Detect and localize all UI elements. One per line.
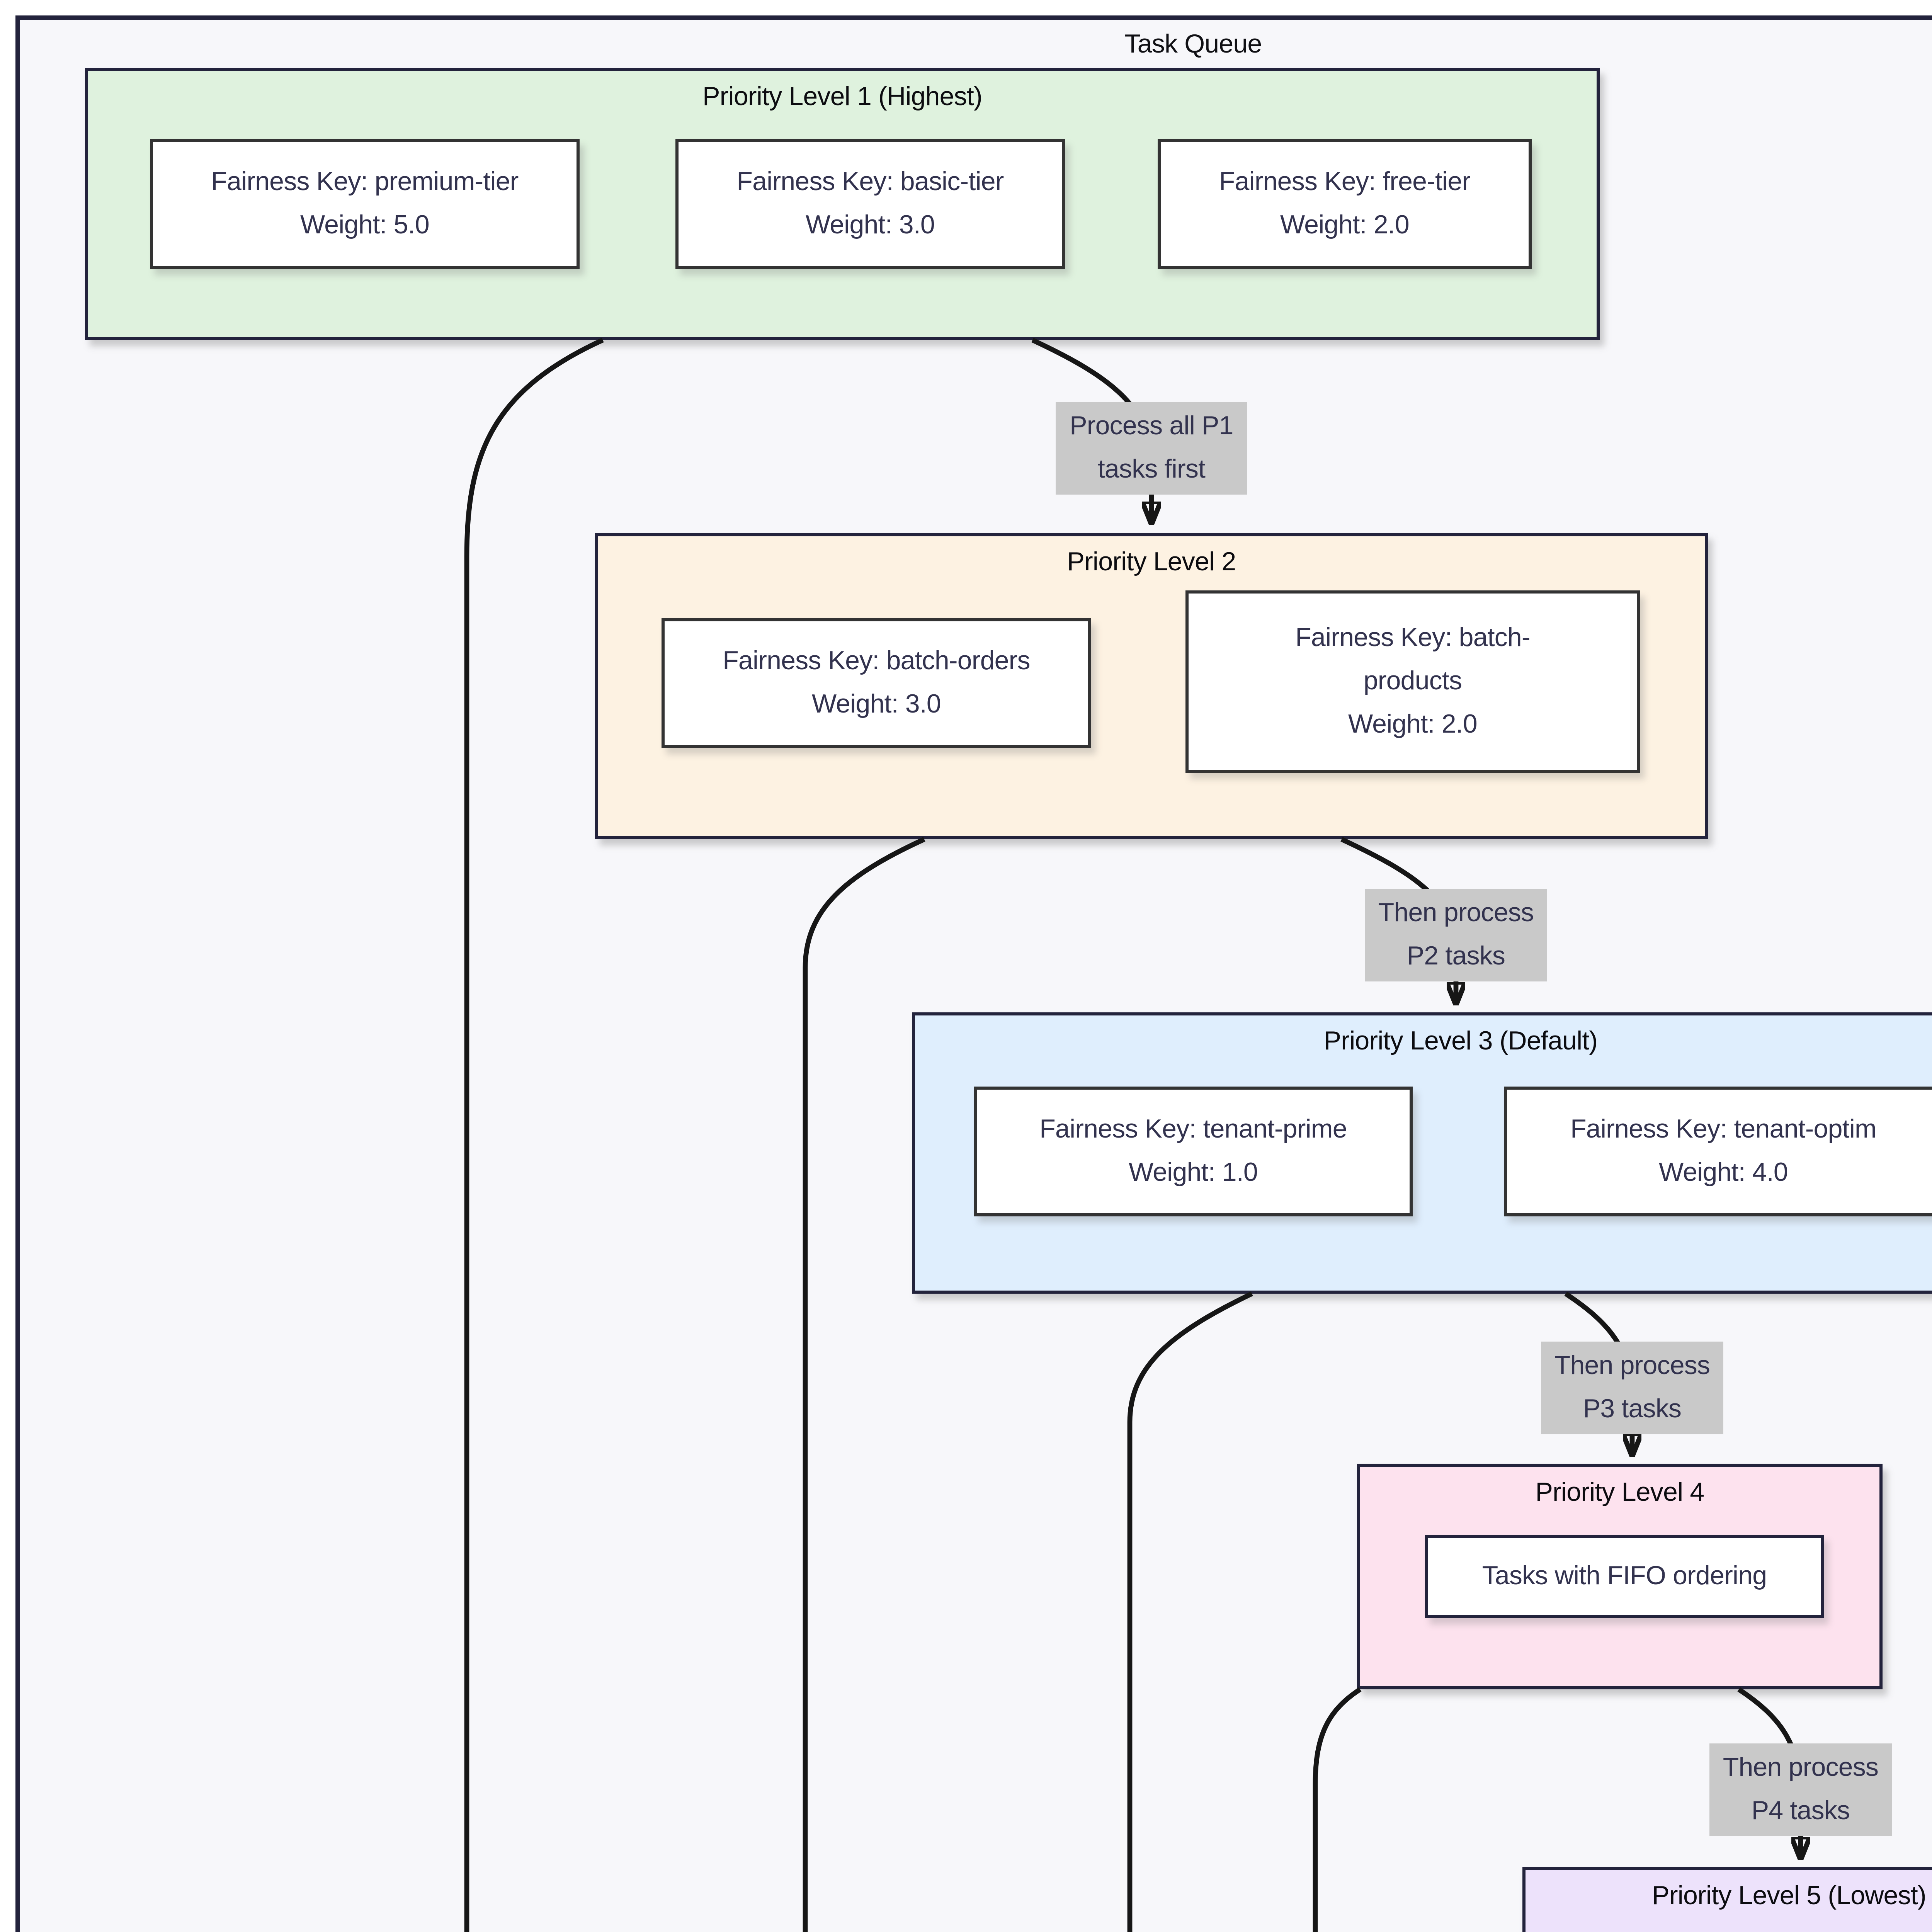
task-queue-title: Task Queue xyxy=(1124,29,1262,59)
edge-label-line: P2 tasks xyxy=(1406,941,1505,971)
node-text-line: Weight: 5.0 xyxy=(300,210,430,240)
node-text-line: Weight: 1.0 xyxy=(1129,1158,1258,1187)
cluster-title: Priority Level 5 (Lowest) xyxy=(1652,1881,1926,1910)
node-text-line: Fairness Key: free-tier xyxy=(1219,167,1471,196)
edge-label-line: Then process xyxy=(1378,898,1534,927)
node-text-line: Fairness Key: batch- xyxy=(1295,623,1530,652)
node-text-line: Fairness Key: batch-orders xyxy=(723,646,1030,675)
edge-label-line: P3 tasks xyxy=(1583,1394,1682,1423)
node-fairness-batch-products: Fairness Key: batch- products Weight: 2.… xyxy=(1185,590,1640,773)
node-fifo-p4: Tasks with FIFO ordering xyxy=(1425,1535,1824,1618)
edge-label-p1-p2: Process all P1 tasks first xyxy=(1056,402,1247,495)
node-text-line: products xyxy=(1363,666,1462,696)
cluster-title: Priority Level 1 (Highest) xyxy=(702,82,982,111)
edge-label-p4-p5: Then process P4 tasks xyxy=(1709,1743,1892,1836)
cluster-title: Priority Level 3 (Default) xyxy=(1323,1026,1598,1056)
node-fairness-tenant-optim: Fairness Key: tenant-optim Weight: 4.0 xyxy=(1504,1087,1932,1216)
edge-label-line: Then process xyxy=(1554,1351,1710,1380)
node-fairness-premium-tier: Fairness Key: premium-tier Weight: 5.0 xyxy=(150,139,580,269)
cluster-priority-level-5: Priority Level 5 (Lowest) xyxy=(1522,1867,1932,1932)
node-fairness-free-tier: Fairness Key: free-tier Weight: 2.0 xyxy=(1158,139,1532,269)
edge-label-line: P4 tasks xyxy=(1751,1796,1850,1825)
node-text-line: Fairness Key: basic-tier xyxy=(736,167,1004,196)
node-text-line: Fairness Key: tenant-prime xyxy=(1039,1114,1347,1144)
node-fairness-batch-orders: Fairness Key: batch-orders Weight: 3.0 xyxy=(662,618,1091,748)
node-fairness-basic-tier: Fairness Key: basic-tier Weight: 3.0 xyxy=(675,139,1065,269)
edge-label-line: Process all P1 xyxy=(1070,411,1233,440)
node-fairness-tenant-prime: Fairness Key: tenant-prime Weight: 1.0 xyxy=(974,1087,1413,1216)
cluster-title: Priority Level 4 xyxy=(1535,1478,1705,1507)
edge-label-line: Then process xyxy=(1723,1753,1879,1782)
node-text-line: Weight: 2.0 xyxy=(1280,210,1410,240)
node-text-line: Weight: 3.0 xyxy=(806,210,935,240)
edge-label-line: tasks first xyxy=(1097,454,1206,484)
node-text-line: Weight: 2.0 xyxy=(1348,709,1478,739)
node-text-line: Weight: 3.0 xyxy=(812,689,941,719)
edge-label-p3-p4: Then process P3 tasks xyxy=(1541,1342,1723,1434)
edge-label-p2-p3: Then process P2 tasks xyxy=(1365,889,1547,981)
node-text-line: Fairness Key: tenant-optim xyxy=(1570,1114,1877,1144)
node-text-line: Fairness Key: premium-tier xyxy=(211,167,519,196)
node-text-line: Weight: 4.0 xyxy=(1659,1158,1788,1187)
node-text-line: Tasks with FIFO ordering xyxy=(1482,1561,1767,1590)
cluster-title: Priority Level 2 xyxy=(1067,547,1236,577)
